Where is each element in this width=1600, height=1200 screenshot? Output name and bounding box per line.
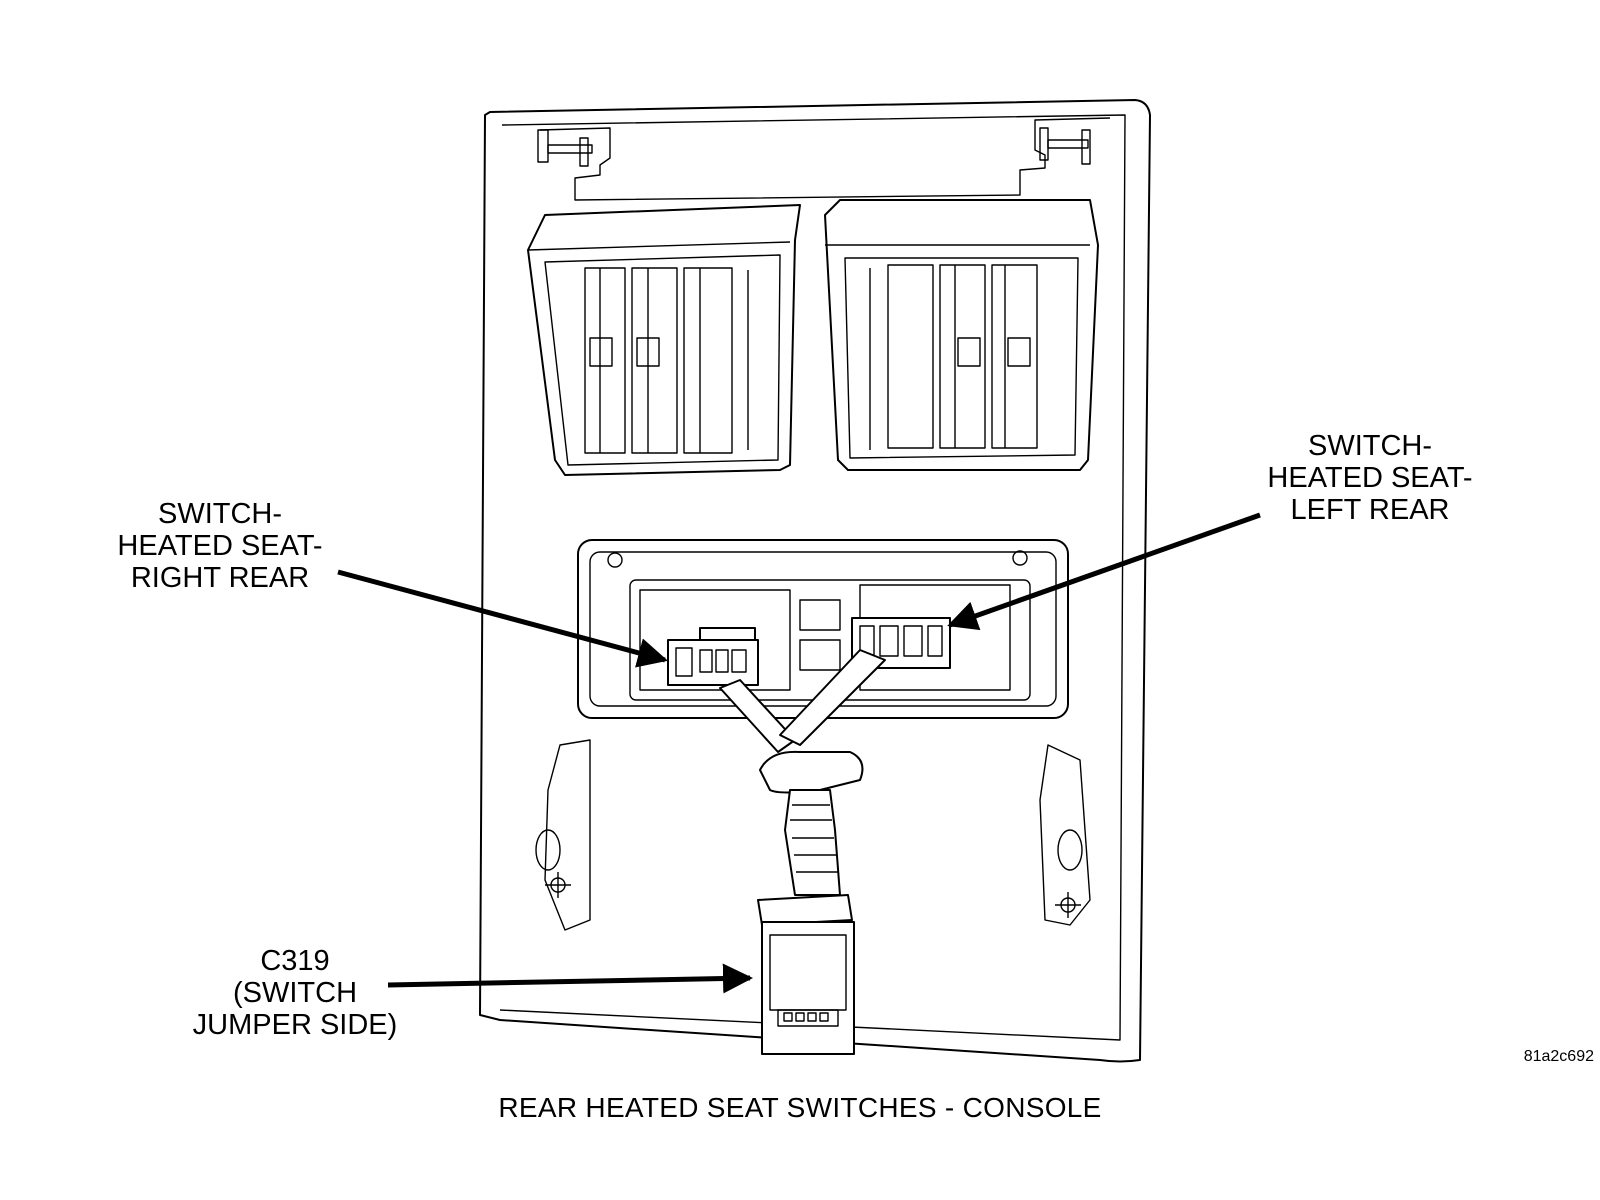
label-line: LEFT REAR: [1290, 494, 1450, 526]
label-line: SWITCH-: [1307, 430, 1433, 462]
label-line: HEATED SEAT-: [117, 530, 323, 562]
left-air-vent: [527, 204, 801, 476]
label-line: RIGHT REAR: [130, 562, 310, 594]
right-lower-boss: [1039, 744, 1091, 926]
c319-connector: [757, 894, 855, 1055]
label-line: C319: [260, 945, 330, 977]
label-line: (SWITCH: [232, 977, 358, 1009]
right-rear-switch-connector: [667, 627, 759, 686]
left-lower-boss: [535, 739, 591, 931]
wire-harness: [719, 649, 886, 896]
label-switch-left-rear: SWITCH- HEATED SEAT- LEFT REAR: [1250, 430, 1490, 526]
clip-right: [1039, 127, 1091, 165]
arrow-c319: [387, 963, 753, 994]
figure-caption: REAR HEATED SEAT SWITCHES - CONSOLE: [498, 1092, 1102, 1123]
clip-left: [537, 129, 593, 167]
figure-id: 81a2c692: [1523, 1048, 1594, 1065]
label-line: JUMPER SIDE): [192, 1009, 398, 1041]
label-c319: C319 (SWITCH JUMPER SIDE): [180, 945, 410, 1041]
label-line: HEATED SEAT-: [1267, 462, 1473, 494]
label-switch-right-rear: SWITCH- HEATED SEAT- RIGHT REAR: [95, 498, 345, 594]
label-line: SWITCH-: [157, 498, 283, 530]
arrow-left-rear: [947, 512, 1261, 631]
right-air-vent: [824, 199, 1099, 471]
arrow-right-rear: [337, 569, 668, 668]
